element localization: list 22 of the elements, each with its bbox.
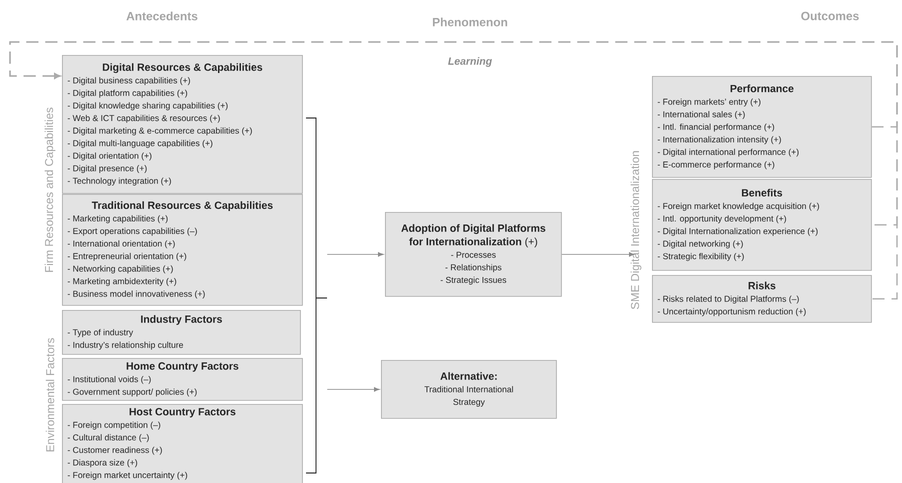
group-label: Environmental Factors [46,338,54,452]
factor-box: Traditional Resources & Capabilities - Marketing capabilities (+) - Export operations capabilities (–) - International orientation (+) - Entrepreneurial orientation (+) - Networking capabilities (+) - Marketing ambidexterity (+) - Business model innovativeness (+) [62,194,303,306]
factor-box: Host Country Factors - Foreign competition (–) - Cultural distance (–) - Customer readiness (+) - Diaspora size (+) - Foreign market uncertainty (+) [62,404,303,483]
column-heading: Outcomes [801,12,859,20]
factor-box: Industry Factors - Type of industry - Industry’s relationship culture [62,310,301,355]
bracket [306,118,328,474]
arrow [561,252,635,257]
column-heading: Phenomenon [432,18,508,26]
arrow [326,252,384,257]
group-label: SME Digital Internationalization [630,151,642,310]
factor-box: Performance - Foreign markets’ entry (+) - International sales (+) - Intl. financial performance (+) - Internationalization intensity (+) - Digital international performance (+) - E-commerce performance (+) [652,76,872,178]
factor-box: Adoption of Digital Platforms for Internationalization (+) - Processes - Relationships - Strategic Issues [385,212,562,297]
group-label: Firm Resources and Capabilities [44,108,56,272]
factor-box: Benefits - Foreign market knowledge acquisition (+) - Intl. opportunity development (+) - Digital Internationalization experience (+) - Digital networking (+) - Strategic flexibility (+) [652,179,872,271]
column-heading: Antecedents [126,12,198,20]
factor-box: Digital Resources & Capabilities - Digital business capabilities (+) - Digital platform capabilities (+) - Digital knowledge sharing capabilities (+) - Web & ICT capabilities & resources (+) - Digital marketing & e-commerce capabilities (+) - Digital multi-language capabilities (+) - Digital orientation (+) - Digital presence (+) - Technology integration (+) [62,55,303,194]
factor-box: Risks - Risks related to Digital Platforms (–) - Uncertainty/opportunism reduction (+) [652,275,872,323]
edge-label: Learning [448,57,492,67]
arrow [326,387,380,392]
factor-box: Home Country Factors - Institutional voids (–) - Government support/ policies (+) [62,358,303,401]
feedback-arrow [9,41,898,300]
factor-box: Alternative: Traditional International Strategy [381,360,557,419]
